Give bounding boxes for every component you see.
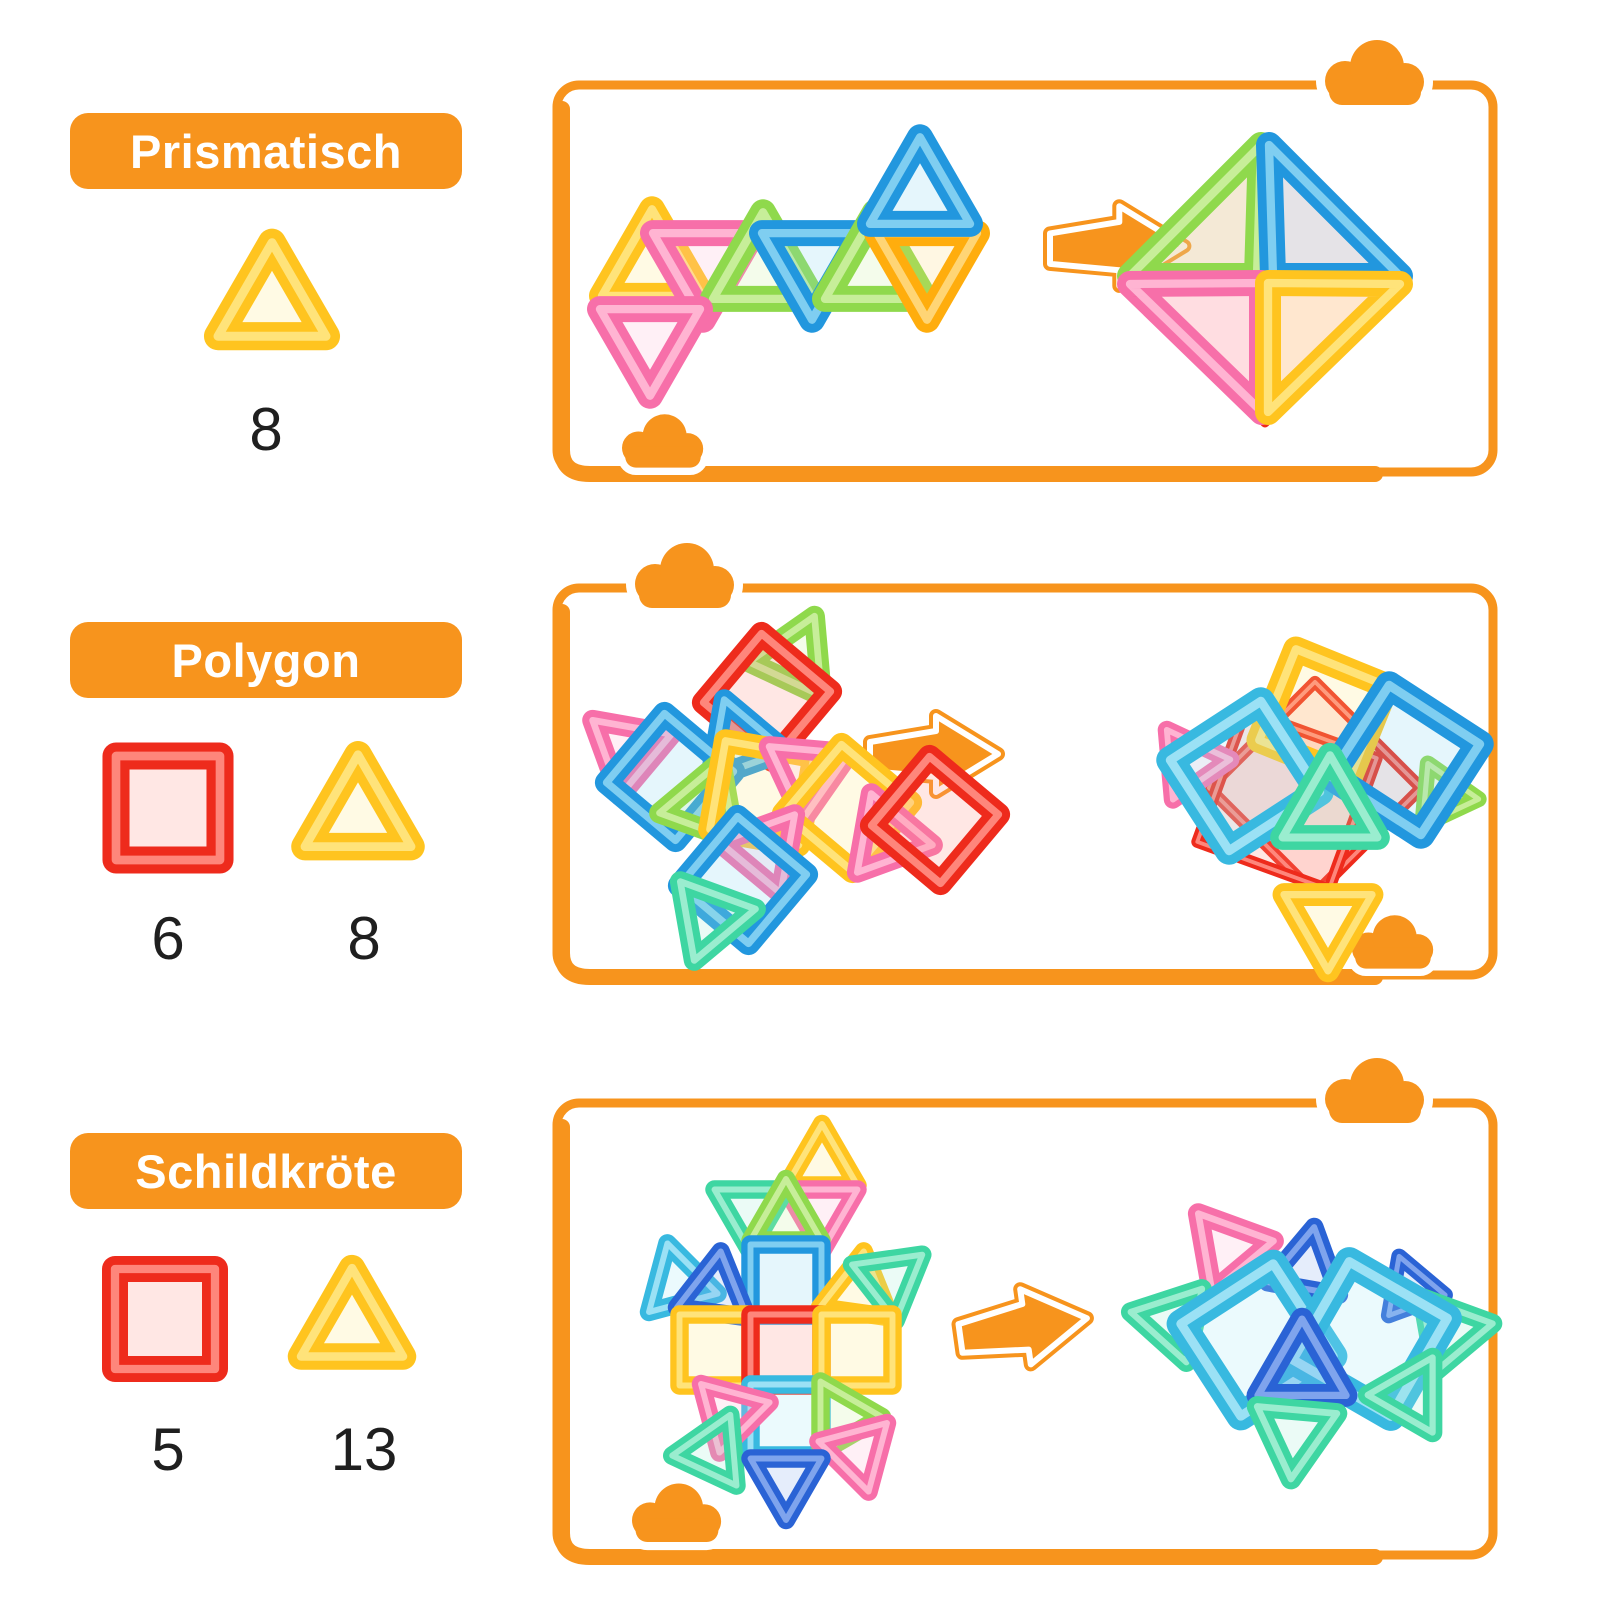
polygon-diagram	[552, 534, 1498, 985]
triangle-tile	[777, 1114, 867, 1195]
legend-pieces-prismatisch	[203, 228, 341, 351]
triangle-tile	[741, 1449, 831, 1530]
triangle-tile	[1255, 270, 1413, 425]
piece-counts: 5 13	[70, 1415, 462, 1484]
prismatisch-diagram	[552, 31, 1498, 482]
square-tile	[102, 1256, 228, 1382]
square-tile	[859, 744, 1011, 896]
triangle-tile	[1270, 742, 1390, 850]
schildkroete-diagram	[552, 1049, 1503, 1565]
piece-counts: 6 8	[70, 904, 462, 973]
panel-polygon	[545, 534, 1515, 993]
cloud-icon	[1316, 31, 1433, 114]
triangle-tile	[287, 1254, 417, 1370]
square-tile	[812, 1305, 902, 1395]
triangle-tile	[809, 1413, 897, 1501]
legend-pieces-polygon	[102, 741, 425, 874]
cloud-icon	[614, 406, 711, 475]
triangle-tile	[1117, 132, 1274, 289]
triangle-tile	[1117, 270, 1275, 425]
legend-schildkroete: Schildkröte 5 13	[70, 1133, 462, 1484]
triangle-tile	[291, 741, 425, 861]
triangle-tile	[203, 228, 341, 351]
legend-polygon: Polygon 6 8	[70, 622, 462, 973]
legend-prismatisch: Prismatisch 8	[70, 113, 462, 464]
triangle-tile	[587, 296, 713, 409]
triangle-tile	[857, 124, 983, 237]
square-tile	[741, 1305, 831, 1395]
cloud-icon	[1344, 907, 1441, 976]
square-tile	[102, 742, 234, 874]
triangle-tile	[669, 871, 766, 971]
triangle-tile	[1256, 132, 1413, 289]
piece-count: 6	[151, 905, 185, 972]
cloud-icon	[626, 534, 743, 617]
triangle-tile	[662, 1405, 746, 1495]
square-tile	[670, 1305, 760, 1395]
triangle-tile	[1272, 883, 1384, 983]
panel-border	[552, 80, 1498, 482]
piece-count: 8	[249, 396, 283, 463]
transform-arrow-icon	[951, 1282, 1094, 1372]
section-label-prismatisch: Prismatisch	[70, 113, 462, 189]
piece-count: 8	[347, 905, 381, 972]
section-label-schildkroete: Schildkröte	[70, 1133, 462, 1209]
cloud-icon	[623, 1475, 730, 1551]
piece-count: 13	[330, 1416, 398, 1483]
triangle-tile	[1246, 1396, 1348, 1490]
piece-counts: 8	[70, 395, 462, 464]
cloud-icon	[1316, 1049, 1433, 1132]
triangle-tile	[842, 1245, 932, 1330]
legend-pieces-schildkroete	[102, 1254, 417, 1382]
triangle-tile	[1246, 1307, 1358, 1407]
piece-count: 5	[151, 1416, 185, 1483]
panel-border	[552, 583, 1498, 985]
panel-schildkroete	[545, 1049, 1515, 1573]
section-label-polygon: Polygon	[70, 622, 462, 698]
square-tile	[741, 1235, 831, 1325]
triangle-tile	[1357, 1347, 1443, 1443]
square-tile	[667, 804, 819, 956]
panel-prismatisch	[545, 31, 1515, 490]
